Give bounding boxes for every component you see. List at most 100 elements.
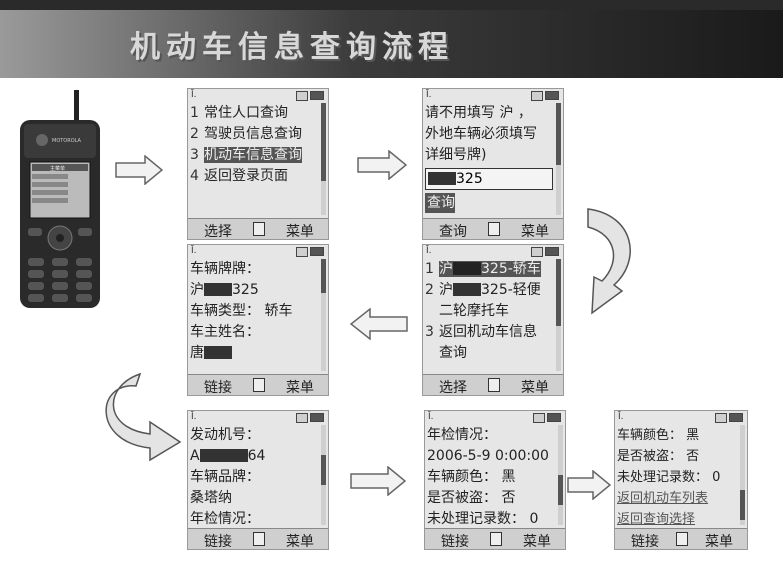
softkey-bar: 链接 菜单 <box>188 528 328 549</box>
battery-icon <box>729 413 743 422</box>
header-band <box>0 0 783 10</box>
menu-icon[interactable] <box>488 222 500 236</box>
softkey-left[interactable]: 链接 <box>441 534 469 550</box>
menu-icon[interactable] <box>253 378 265 392</box>
detail-line: 车主姓名： <box>190 324 260 340</box>
detail-list: 车辆颜色： 黑 是否被盗： 否 未处理记录数： 0 返回机动车列表 返回查询选择 <box>617 425 737 527</box>
detail-line: 2006-5-9 0:00:00 <box>427 448 549 464</box>
softkey-left[interactable]: 查询 <box>439 224 467 240</box>
message-icon <box>715 413 727 423</box>
status-bar: Ī. <box>423 89 563 102</box>
return-query-select-link[interactable]: 返回查询选择 <box>617 512 696 527</box>
status-bar: Ī. <box>425 411 565 424</box>
softkey-right[interactable]: 菜单 <box>286 534 314 550</box>
softkey-right[interactable]: 菜单 <box>286 380 314 396</box>
battery-icon <box>310 247 324 256</box>
softkey-left[interactable]: 链接 <box>204 534 232 550</box>
return-vehicle-list-link[interactable]: 返回机动车列表 <box>617 491 709 506</box>
hint-line: 外地车辆必须填写 <box>425 126 537 142</box>
detail-line: 发动机号： <box>190 427 260 443</box>
detail-line: 年检情况： <box>427 427 497 443</box>
detail-line: 是否被盗： 否 <box>617 449 700 464</box>
query-button[interactable]: 查询 <box>425 193 455 213</box>
radio-phone-image: MOTOROLA 主菜单 <box>16 90 104 310</box>
plate-input[interactable]: 325 <box>425 168 553 190</box>
menu-icon[interactable] <box>488 378 500 392</box>
flow-curve-arrow-down-icon <box>100 372 182 462</box>
message-icon <box>296 247 308 257</box>
softkey-right[interactable]: 菜单 <box>521 224 549 240</box>
softkey-right[interactable]: 菜单 <box>521 380 549 396</box>
result-item-cont: 二轮摩托车 <box>439 303 509 319</box>
message-icon <box>531 91 543 101</box>
softkey-bar: 链接 菜单 <box>615 528 747 549</box>
status-bar: Ī. <box>188 411 328 424</box>
battery-icon <box>310 413 324 422</box>
menu-icon[interactable] <box>253 532 265 546</box>
flow-arrow-left-icon <box>350 308 408 340</box>
slide-header: 机动车信息查询流程 <box>0 0 783 78</box>
softkey-left[interactable]: 选择 <box>204 224 232 240</box>
softkey-bar: 选择 菜单 <box>188 218 328 239</box>
signal-icon: Ī. <box>191 90 197 100</box>
scrollbar[interactable] <box>740 425 745 525</box>
detail-line: 未处理记录数： 0 <box>427 511 539 527</box>
hint-line: 请不用填写 沪 ， <box>425 105 532 121</box>
screen-plate-input: Ī. 请不用填写 沪 ， 外地车辆必须填写 详细号牌) 325 查询 查询 菜单 <box>422 88 564 240</box>
menu-icon[interactable] <box>490 532 502 546</box>
softkey-left[interactable]: 选择 <box>439 380 467 396</box>
softkey-left[interactable]: 链接 <box>631 534 659 550</box>
battery-icon <box>547 413 561 422</box>
softkey-bar: 链接 菜单 <box>188 374 328 395</box>
flow-curve-arrow-down-icon <box>584 205 644 317</box>
return-vehicle-query-cont: 查询 <box>439 345 467 361</box>
softkey-left[interactable]: 链接 <box>204 380 232 396</box>
detail-line: 车辆品牌： <box>190 469 260 485</box>
message-icon <box>296 91 308 101</box>
phone-screen-title: 主菜单 <box>50 165 65 172</box>
detail-line: 车辆牌牌： <box>190 261 260 277</box>
detail-list: 年检情况： 2006-5-9 0:00:00 车辆颜色： 黑 是否被盗： 否 未… <box>427 425 555 527</box>
signal-icon: Ī. <box>426 246 432 256</box>
scrollbar[interactable] <box>558 425 563 525</box>
menu-icon[interactable] <box>676 532 688 546</box>
softkey-right[interactable]: 菜单 <box>705 534 733 550</box>
detail-line: 桑塔纳 <box>190 490 232 506</box>
slide-title: 机动车信息查询流程 <box>130 30 454 65</box>
phone-brand: MOTOROLA <box>52 138 82 144</box>
scrollbar[interactable] <box>556 259 561 371</box>
signal-icon: Ī. <box>428 412 434 422</box>
signal-icon: Ī. <box>426 90 432 100</box>
detail-line: 年检情况： <box>190 511 260 527</box>
menu-icon[interactable] <box>253 222 265 236</box>
screen-vehicle-detail-4: Ī. 车辆颜色： 黑 是否被盗： 否 未处理记录数： 0 返回机动车列表 返回查… <box>614 410 748 550</box>
scrollbar[interactable] <box>556 103 561 215</box>
scrollbar[interactable] <box>321 259 326 371</box>
detail-line: 是否被盗： 否 <box>427 490 516 506</box>
message-icon <box>296 413 308 423</box>
detail-line: 唐 <box>190 343 318 364</box>
signal-icon: Ī. <box>618 412 624 422</box>
flow-arrow-right-icon <box>115 155 163 185</box>
scrollbar[interactable] <box>321 103 326 215</box>
softkey-right[interactable]: 菜单 <box>286 224 314 240</box>
flow-arrow-right-icon <box>567 470 611 500</box>
redaction-mask <box>428 172 456 185</box>
detail-line: 车辆颜色： 黑 <box>617 428 700 443</box>
softkey-right[interactable]: 菜单 <box>523 534 551 550</box>
scrollbar[interactable] <box>321 425 326 525</box>
screen-vehicle-detail-3: Ī. 年检情况： 2006-5-9 0:00:00 车辆颜色： 黑 是否被盗： … <box>424 410 566 550</box>
